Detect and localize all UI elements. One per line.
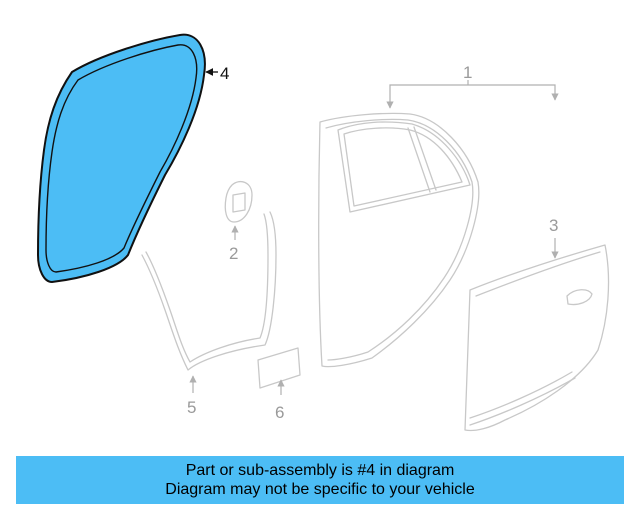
plate-part-6[interactable]	[257, 347, 301, 389]
callout-2: 2	[229, 244, 238, 263]
leader-1b	[468, 84, 559, 101]
handle-base-part-2[interactable]	[224, 181, 253, 223]
outer-panel-part-3[interactable]	[464, 244, 610, 432]
callout-6: 6	[275, 403, 284, 422]
weatherstrip-part-4[interactable]	[36, 33, 206, 284]
banner-line-2: Diagram may not be specific to your vehi…	[165, 481, 475, 498]
callout-3: 3	[549, 216, 558, 235]
parts-diagram: 1 2 3 4 5 6	[36, 33, 610, 432]
info-banner: Part or sub-assembly is #4 in diagram Di…	[16, 456, 624, 504]
leader-1	[386, 84, 468, 109]
banner-line-1: Part or sub-assembly is #4 in diagram	[185, 462, 455, 479]
edge-weatherstrip-part-5[interactable]	[141, 211, 277, 371]
callout-4: 4	[220, 64, 229, 83]
callout-1: 1	[463, 63, 472, 82]
door-assembly-part-1[interactable]	[318, 112, 480, 368]
callout-5: 5	[187, 398, 196, 417]
